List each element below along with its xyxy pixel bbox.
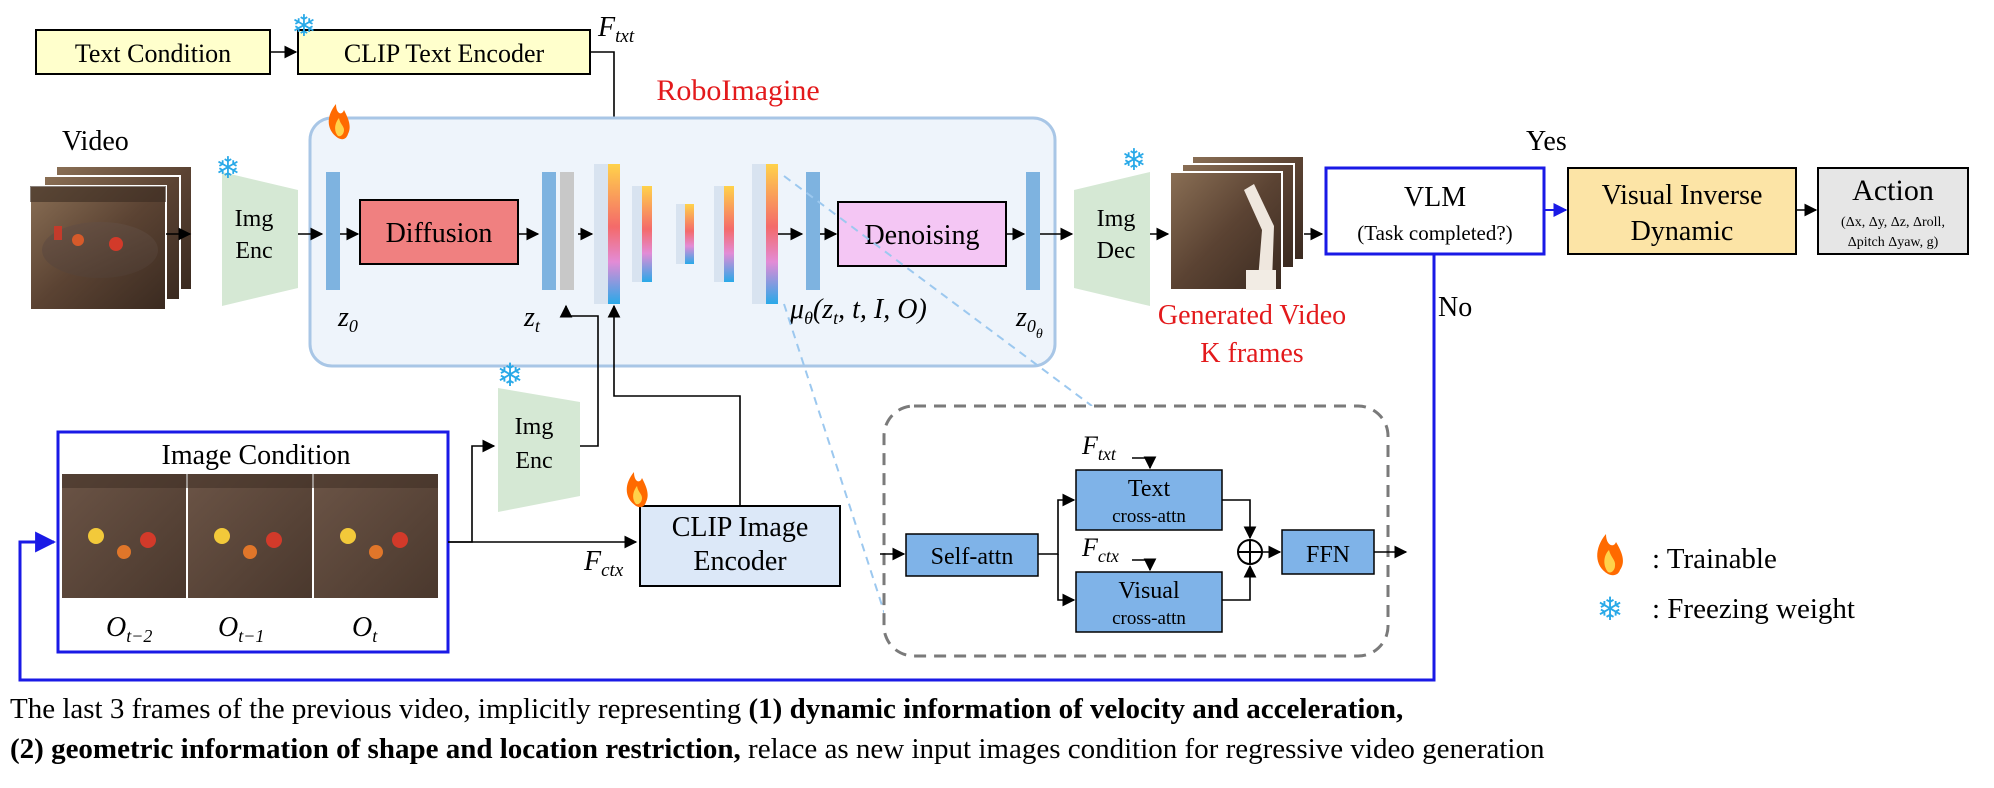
o-tm2-label: Ot−2 xyxy=(106,612,152,646)
generated-video-label: Generated Video xyxy=(1158,300,1346,331)
svg-text:(Task completed?): (Task completed?) xyxy=(1357,221,1512,245)
self-attn-box: Self-attn xyxy=(905,533,1039,577)
svg-text:Enc: Enc xyxy=(515,448,552,474)
k-frames-label: K frames xyxy=(1200,338,1303,369)
no-label: No xyxy=(1438,292,1472,323)
svg-text:cross-attn: cross-attn xyxy=(1112,608,1186,629)
caption-line-2: (2) geometric information of shape and l… xyxy=(10,733,1545,765)
svg-text:CLIP Image: CLIP Image xyxy=(672,512,809,543)
legend-freezing: : Freezing weight xyxy=(1652,593,1855,625)
z0-theta-label: z0θ xyxy=(1015,302,1043,342)
svg-text:cross-attn: cross-attn xyxy=(1112,506,1186,527)
snowflake-icon: ❄ xyxy=(1597,591,1624,627)
svg-text:Denoising: Denoising xyxy=(864,220,979,251)
diffusion-box: Diffusion xyxy=(359,199,519,265)
latent-zt xyxy=(542,172,556,290)
svg-text:Action: Action xyxy=(1852,174,1934,207)
svg-text:Dynamic: Dynamic xyxy=(1631,216,1734,247)
o-t-label: Ot xyxy=(352,612,378,646)
snowflake-icon: ❄ xyxy=(1121,144,1146,177)
video-frames-image xyxy=(29,165,193,311)
legend-trainable: : Trainable xyxy=(1652,543,1777,575)
svg-text:Encoder: Encoder xyxy=(693,546,787,577)
f-ctx-label: Fctx xyxy=(583,546,624,581)
fire-icon xyxy=(328,104,350,140)
yes-label: Yes xyxy=(1526,126,1567,157)
snowflake-icon: ❄ xyxy=(291,10,316,43)
zt-label: zt xyxy=(523,302,541,336)
img-enc-condition: Img Enc xyxy=(498,388,580,512)
img-dec: Img Dec xyxy=(1074,172,1150,306)
svg-text:Self-attn: Self-attn xyxy=(931,544,1014,570)
fire-icon xyxy=(626,472,648,508)
denoising-box: Denoising xyxy=(837,201,1007,267)
video-label: Video xyxy=(62,126,129,157)
svg-text:Visual: Visual xyxy=(1118,578,1180,604)
clip-text-encoder-box: CLIP Text Encoder xyxy=(297,29,591,75)
action-box: Action (Δx, Δy, Δz, Δroll, Δpitch Δyaw, … xyxy=(1817,167,1969,255)
svg-text:Img: Img xyxy=(235,206,274,232)
clip-text-encoder-label: CLIP Text Encoder xyxy=(344,39,545,68)
mu-label: μθ(zt, t, I, O) xyxy=(789,294,927,328)
latent-z0-theta xyxy=(1026,172,1040,290)
snowflake-icon: ❄ xyxy=(497,357,524,393)
svg-text:Text: Text xyxy=(1128,476,1171,502)
latent-z0 xyxy=(326,172,340,290)
condition-frames-image xyxy=(62,474,438,598)
visual-cross-attn-box: Visual cross-attn xyxy=(1075,571,1223,633)
snowflake-icon: ❄ xyxy=(215,152,240,185)
svg-text:Δpitch Δyaw, g): Δpitch Δyaw, g) xyxy=(1848,235,1939,250)
visual-inverse-dynamic-box: Visual Inverse Dynamic xyxy=(1567,167,1797,255)
svg-text:Enc: Enc xyxy=(235,238,272,264)
fire-icon xyxy=(1597,534,1623,576)
f-ctx-inner-label: Fctx xyxy=(1081,533,1119,566)
clip-image-encoder-box: CLIP Image Encoder xyxy=(639,505,841,587)
o-tm1-label: Ot−1 xyxy=(218,612,264,646)
svg-text:Img: Img xyxy=(1097,206,1136,232)
svg-text:Diffusion: Diffusion xyxy=(386,218,493,249)
latent-mu xyxy=(806,172,820,290)
ffn-box: FFN xyxy=(1281,529,1375,575)
generated-video-image xyxy=(1169,155,1305,291)
img-enc-video: Img Enc xyxy=(222,172,298,306)
text-cross-attn-box: Text cross-attn xyxy=(1075,469,1223,531)
svg-text:Visual Inverse: Visual Inverse xyxy=(1602,180,1763,211)
f-txt-inner-label: Ftxt xyxy=(1081,431,1117,464)
vlm-box: VLM (Task completed?) xyxy=(1324,166,1546,256)
f-txt-top-label: Ftxt xyxy=(597,12,635,47)
svg-text:Dec: Dec xyxy=(1097,238,1136,264)
unet-blocks xyxy=(594,164,778,304)
svg-text:(Δx, Δy, Δz, Δroll,: (Δx, Δy, Δz, Δroll, xyxy=(1841,215,1945,230)
latent-image-feature xyxy=(560,172,574,290)
image-condition-label: Image Condition xyxy=(162,440,351,471)
sum-node xyxy=(1237,539,1263,565)
text-condition-label: Text Condition xyxy=(75,39,231,68)
attention-detail-box xyxy=(882,404,1390,658)
svg-text:VLM: VLM xyxy=(1404,182,1466,213)
feedback-loop-line xyxy=(18,254,1436,682)
z0-label: z0 xyxy=(337,302,358,336)
svg-text:FFN: FFN xyxy=(1306,542,1350,568)
text-condition-box: Text Condition xyxy=(35,29,271,75)
caption-line-1: The last 3 frames of the previous video,… xyxy=(10,693,1404,725)
roboimagine-title: RoboImagine xyxy=(656,74,819,107)
svg-text:Img: Img xyxy=(515,414,554,440)
